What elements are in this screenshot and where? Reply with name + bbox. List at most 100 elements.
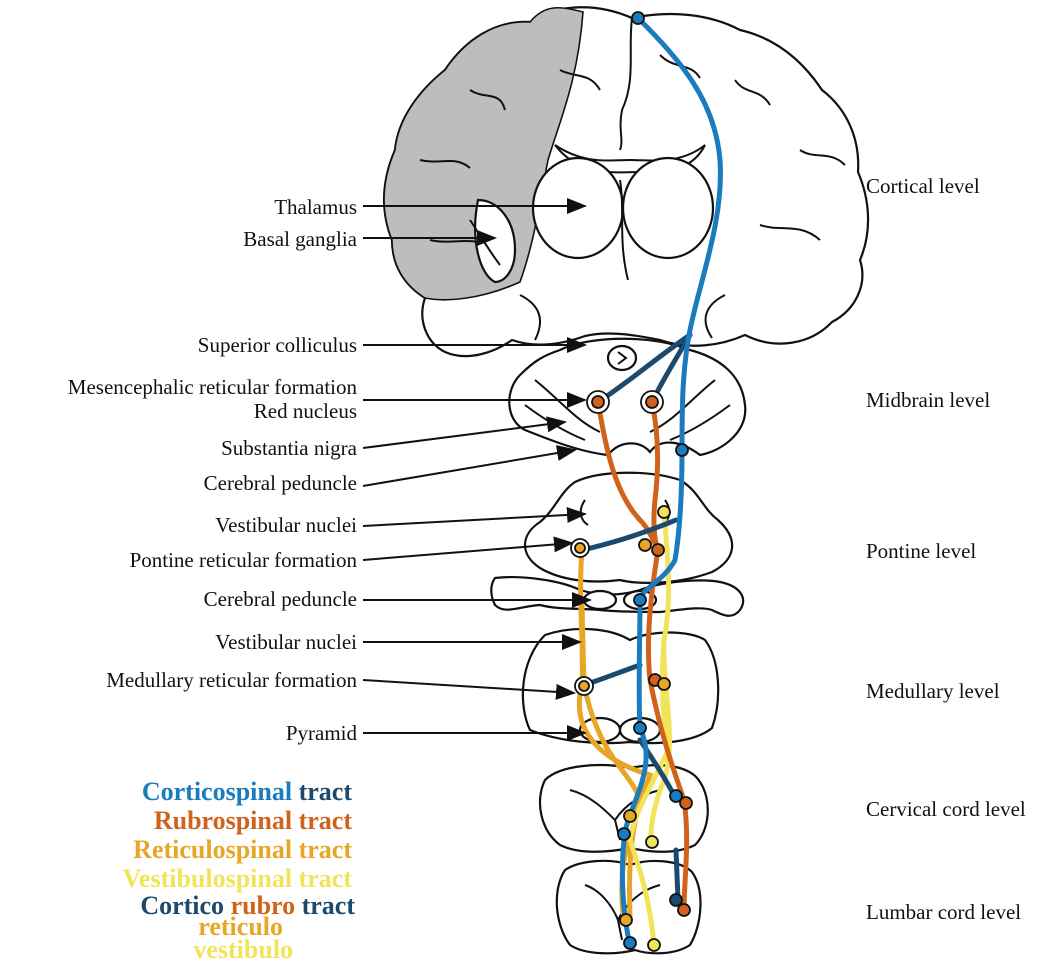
label-medullary-reticular-formation: Medullary reticular formation	[106, 668, 357, 692]
right-thalamus	[621, 156, 715, 260]
pons-outline	[524, 471, 734, 584]
brain-section	[383, 6, 870, 358]
structure-labels: Thalamus Basal ganglia Superior collicul…	[68, 195, 358, 745]
legend-rubrospinal-word: Rubrospinal	[154, 806, 292, 835]
medulla-upper-outline	[490, 576, 745, 617]
internal-capsule-line	[619, 179, 629, 281]
medullary-reticular-dot	[578, 680, 590, 692]
legend-reticulospinal-suffix: tract	[299, 835, 353, 864]
cervical-dot-4	[617, 827, 631, 841]
label-pyramid: Pyramid	[286, 721, 358, 745]
cerebral-peduncle-arrow-1	[362, 445, 577, 487]
legend-reticulospinal: Reticulospinal tract	[133, 835, 352, 864]
temporal-notch-left	[519, 294, 541, 341]
legend-vestibulospinal-word: Vestibulospinal	[123, 864, 293, 893]
legend-corticospinal-word: Corticospinal	[142, 777, 292, 806]
vestibular-dot-pons	[657, 505, 671, 519]
legend-reticulospinal-word: Reticulospinal	[133, 835, 292, 864]
medullary-reticulo-dot	[657, 677, 671, 691]
substantia-nigra-arrow	[362, 416, 567, 449]
lumbar-dot-1	[669, 893, 683, 907]
cortex-origin-dot	[631, 11, 645, 25]
legend-vestibulospinal: Vestibulospinal tract	[123, 864, 353, 893]
label-vestibular-nuclei-2: Vestibular nuclei	[215, 630, 357, 654]
level-labels: Cortical level Midbrain level Pontine le…	[866, 174, 1026, 924]
rubrospinal-cross	[595, 399, 661, 553]
pontine-rubro-dot	[638, 538, 652, 552]
lumbar-dot-4	[623, 936, 637, 950]
tracts	[576, 15, 723, 948]
reticulospinal-medullary-path	[579, 602, 643, 918]
cervical-dot-2	[679, 796, 693, 810]
pontine-reticular-dot	[574, 542, 586, 554]
sulcus-7	[759, 224, 821, 241]
pontine-reticular-arrow	[362, 536, 574, 561]
level-lumbar-cord: Lumbar cord level	[866, 900, 1021, 924]
cortico-short-lumbar	[673, 847, 681, 903]
legend-reticulo: reticulo	[198, 912, 283, 941]
legend-short-tracts: Cortico rubro tract	[140, 891, 355, 920]
midbrain-section	[508, 337, 747, 457]
pontine-rubro-dot-2	[651, 543, 665, 557]
label-cerebral-peduncle-1: Cerebral peduncle	[204, 471, 357, 495]
lumbar-dot-5	[647, 938, 661, 952]
nucleus-dots	[570, 11, 693, 952]
legend-cortico: Cortico	[140, 891, 224, 920]
legend-rubrospinal: Rubrospinal tract	[154, 806, 353, 835]
ventricle	[554, 144, 706, 174]
pyramid-corticospinal-dot	[633, 721, 647, 735]
left-thalamus	[531, 156, 625, 260]
level-cortical: Cortical level	[866, 174, 980, 198]
pons-section	[524, 471, 734, 584]
corticospinal-midbrain-dot	[675, 443, 689, 457]
label-vestibular-nuclei-1: Vestibular nuclei	[215, 513, 357, 537]
sulcus-3	[419, 159, 471, 169]
sulcus-1	[559, 69, 601, 91]
substantia-nigra-left	[534, 379, 601, 433]
vestibular-nuclei-arrow-1	[362, 506, 587, 527]
sulcus-4	[734, 79, 771, 106]
lumbar-dot-2	[677, 903, 691, 917]
red-nucleus-dot-right	[645, 395, 659, 409]
medulla-upper	[490, 576, 745, 617]
legend-corticospinal: Corticospinal tract	[142, 777, 352, 806]
medulla-lower	[521, 627, 720, 745]
aqueduct-ring	[606, 344, 638, 372]
label-red-nucleus: Red nucleus	[254, 399, 357, 423]
sulcus-2	[469, 89, 506, 111]
label-superior-colliculus: Superior colliculus	[198, 333, 357, 357]
red-nucleus-dot-left	[591, 395, 605, 409]
legend-tract: tract	[302, 891, 356, 920]
label-arrows	[362, 198, 592, 741]
legend-rubro: rubro	[231, 891, 296, 920]
label-thalamus: Thalamus	[274, 195, 357, 219]
legend-vestibulospinal-suffix: tract	[299, 864, 353, 893]
cervical-dot-5	[645, 835, 659, 849]
legend-vestibulo: vestibulo	[193, 935, 293, 963]
temporal-notch-right	[704, 294, 726, 339]
label-mesencephalic-reticular-formation: Mesencephalic reticular formation	[68, 375, 358, 399]
corticospinal-path	[619, 15, 723, 948]
level-midbrain: Midbrain level	[866, 388, 990, 412]
longitudinal-fissure	[619, 17, 633, 151]
rubrospinal-path	[645, 399, 690, 913]
legend-corticospinal-suffix: tract	[299, 777, 353, 806]
label-cerebral-peduncle-2: Cerebral peduncle	[204, 587, 357, 611]
level-pontine: Pontine level	[866, 539, 976, 563]
peduncle-right	[669, 404, 731, 441]
cervical-dot-1	[669, 789, 683, 803]
level-medullary: Medullary level	[866, 679, 1000, 703]
lumbar-dot-3	[619, 913, 633, 927]
label-pontine-reticular-formation: Pontine reticular formation	[130, 548, 358, 572]
legend-rubrospinal-suffix: tract	[299, 806, 353, 835]
aqueduct	[617, 351, 628, 365]
label-substantia-nigra: Substantia nigra	[221, 436, 358, 460]
label-basal-ganglia: Basal ganglia	[243, 227, 357, 251]
sulcus-5	[799, 149, 846, 166]
corticospinal-medulla-upper-dot	[633, 593, 647, 607]
left-hemisphere-shading	[383, 6, 584, 301]
legend: Corticospinal tract Rubrospinal tract Re…	[123, 777, 356, 963]
level-cervical-cord: Cervical cord level	[866, 797, 1026, 821]
